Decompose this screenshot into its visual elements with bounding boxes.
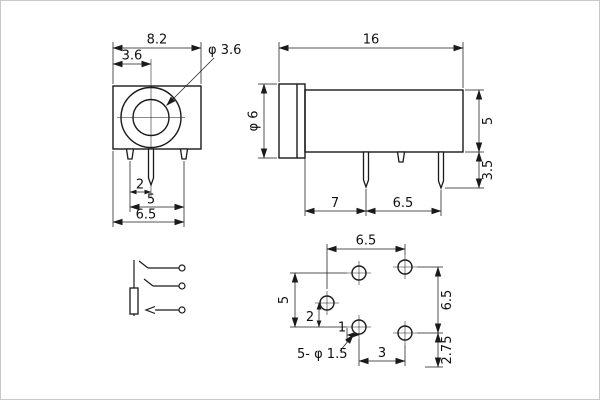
dim-front-pitch-5: 5 (147, 193, 155, 208)
side-tab (396, 151, 406, 163)
label-footprint-holes: 5- φ 1.5 (297, 347, 347, 362)
dim-side-length: 16 (363, 33, 380, 48)
dim-side-pin-pos-left: 7 (331, 196, 339, 211)
dim-side-height: 5 (481, 117, 496, 125)
dim-front-pitch-2: 2 (136, 178, 144, 193)
side-pin-right (437, 151, 445, 190)
dim-footprint-pitch-2: 2 (306, 310, 314, 325)
dim-footprint-edge: 2.75 (440, 336, 455, 365)
dim-side-pin-pos-right: 6.5 (393, 196, 414, 211)
front-pin-right (179, 148, 189, 160)
schematic-terminal (178, 282, 186, 290)
side-view: 16 φ 6 5 3.5 7 6.5 (247, 33, 496, 216)
schematic-terminal (178, 306, 186, 314)
schematic-view (129, 260, 186, 316)
dim-footprint-top: 6.5 (356, 234, 377, 249)
side-pin-left (362, 151, 370, 189)
dim-footprint-bottom: 3 (378, 346, 386, 361)
front-view: 8.2 3.6 φ 3.6 2 5 6.5 (112, 33, 241, 227)
footprint-view: 6.5 5 2 1 5- φ 1.5 3 6.5 2.75 (277, 234, 455, 368)
dim-footprint-left: 5 (277, 296, 292, 304)
front-pin-middle (147, 148, 155, 187)
dim-side-pin-length: 3.5 (481, 160, 496, 181)
label-side-dia: φ 6 (247, 111, 262, 132)
schematic-sleeve (129, 287, 139, 315)
dim-front-width-top: 8.2 (147, 33, 168, 48)
front-body-outline (112, 85, 202, 150)
dim-front-width-bottom: 6.5 (136, 208, 157, 223)
side-barrel-outline (304, 89, 464, 153)
leader-hole-dia (166, 57, 215, 106)
front-pin-left (125, 148, 135, 160)
schematic-tip-contact (144, 305, 156, 315)
dim-footprint-offset-1: 1 (338, 321, 346, 336)
leader-footprint-holes (339, 334, 354, 352)
schematic-terminal (178, 264, 186, 272)
label-front-hole-dia: φ 3.6 (208, 43, 241, 58)
dim-footprint-right: 6.5 (440, 290, 455, 311)
side-flange-outline (278, 83, 306, 159)
dim-front-center-offset: 3.6 (122, 49, 143, 64)
